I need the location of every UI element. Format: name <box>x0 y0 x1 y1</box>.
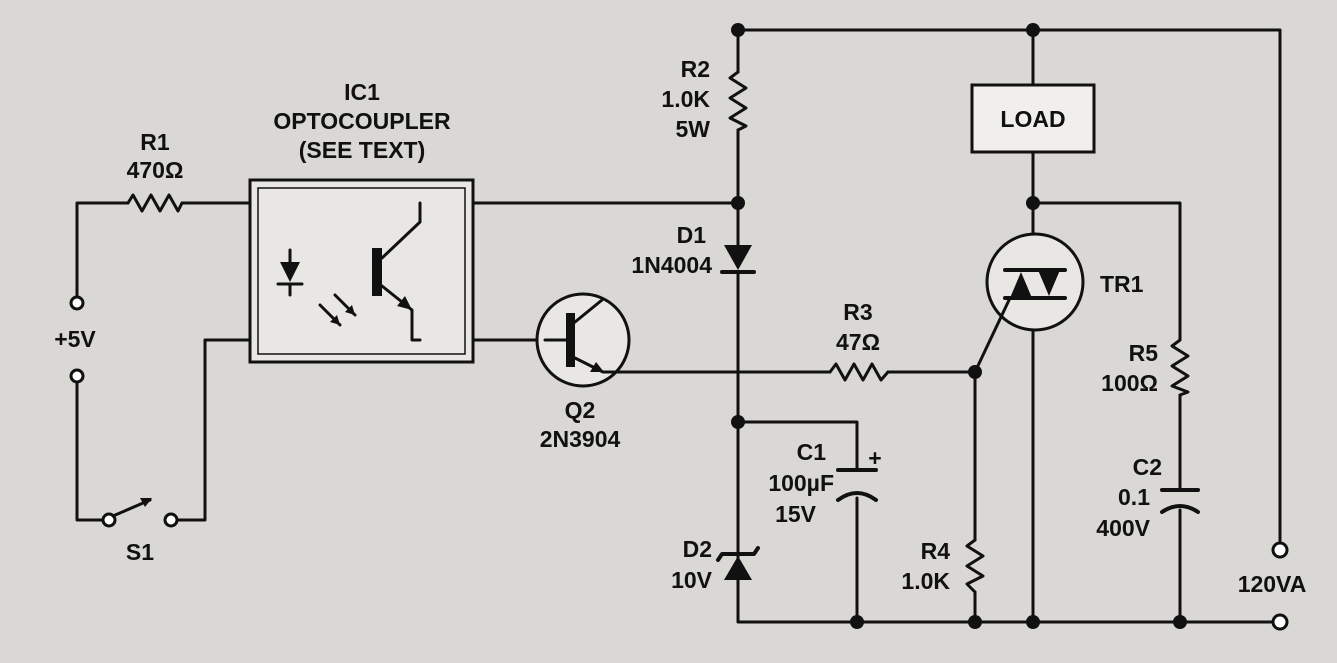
r4-resistor <box>965 538 985 594</box>
supply-label: +5V <box>54 326 96 352</box>
tr1-ref: TR1 <box>1100 271 1144 297</box>
mains-terminal-top <box>1271 541 1289 559</box>
r1-resistor <box>126 193 184 213</box>
c2-ref: C2 <box>1133 454 1162 480</box>
mains-label: 120VA <box>1238 571 1307 597</box>
d2-zener-diode <box>716 546 760 580</box>
c1-rating: 15V <box>775 501 817 527</box>
d1-part: 1N4004 <box>631 252 712 278</box>
r3-resistor <box>828 362 890 382</box>
q2-ref: Q2 <box>565 397 596 423</box>
junction-dots <box>731 23 1187 629</box>
ic1-ref: IC1 <box>344 79 380 105</box>
r5-resistor <box>1170 338 1190 397</box>
ic1-type: OPTOCOUPLER <box>273 108 451 134</box>
r2-rating: 5W <box>676 116 711 142</box>
r5-ref: R5 <box>1129 340 1159 366</box>
r2-ref: R2 <box>681 56 710 82</box>
c2-capacitor <box>1160 488 1200 514</box>
ic1-note: (SEE TEXT) <box>299 137 426 163</box>
d2-ref: D2 <box>683 536 712 562</box>
load-block <box>970 83 1096 154</box>
q2-transistor <box>535 292 631 388</box>
ic1-optocoupler <box>248 178 475 364</box>
r3-ref: R3 <box>843 299 872 325</box>
c1-capacitor <box>836 468 878 502</box>
r5-value: 100Ω <box>1101 370 1158 396</box>
r2-value: 1.0K <box>661 86 710 112</box>
r4-value: 1.0K <box>901 568 950 594</box>
d2-value: 10V <box>671 567 713 593</box>
d1-diode <box>720 245 756 274</box>
s1-ref: S1 <box>126 539 154 565</box>
d1-ref: D1 <box>677 222 707 248</box>
supply-terminal-positive <box>69 295 85 311</box>
s1-switch <box>101 498 179 528</box>
c2-rating: 400V <box>1096 515 1150 541</box>
c2-value: 0.1 <box>1118 484 1150 510</box>
r1-ref: R1 <box>140 129 170 155</box>
c1-ref: C1 <box>797 439 827 465</box>
q2-part: 2N3904 <box>540 426 621 452</box>
load-label: LOAD <box>1000 106 1065 132</box>
supply-terminal-negative <box>69 368 85 384</box>
r4-ref: R4 <box>921 538 951 564</box>
c1-polarity: + <box>868 445 881 471</box>
r1-value: 470Ω <box>127 157 184 183</box>
r2-resistor <box>728 70 748 132</box>
mains-terminal-bottom <box>1271 613 1289 631</box>
c1-value: 100µF <box>768 470 834 496</box>
r3-value: 47Ω <box>836 329 880 355</box>
tr1-triac <box>973 232 1085 374</box>
